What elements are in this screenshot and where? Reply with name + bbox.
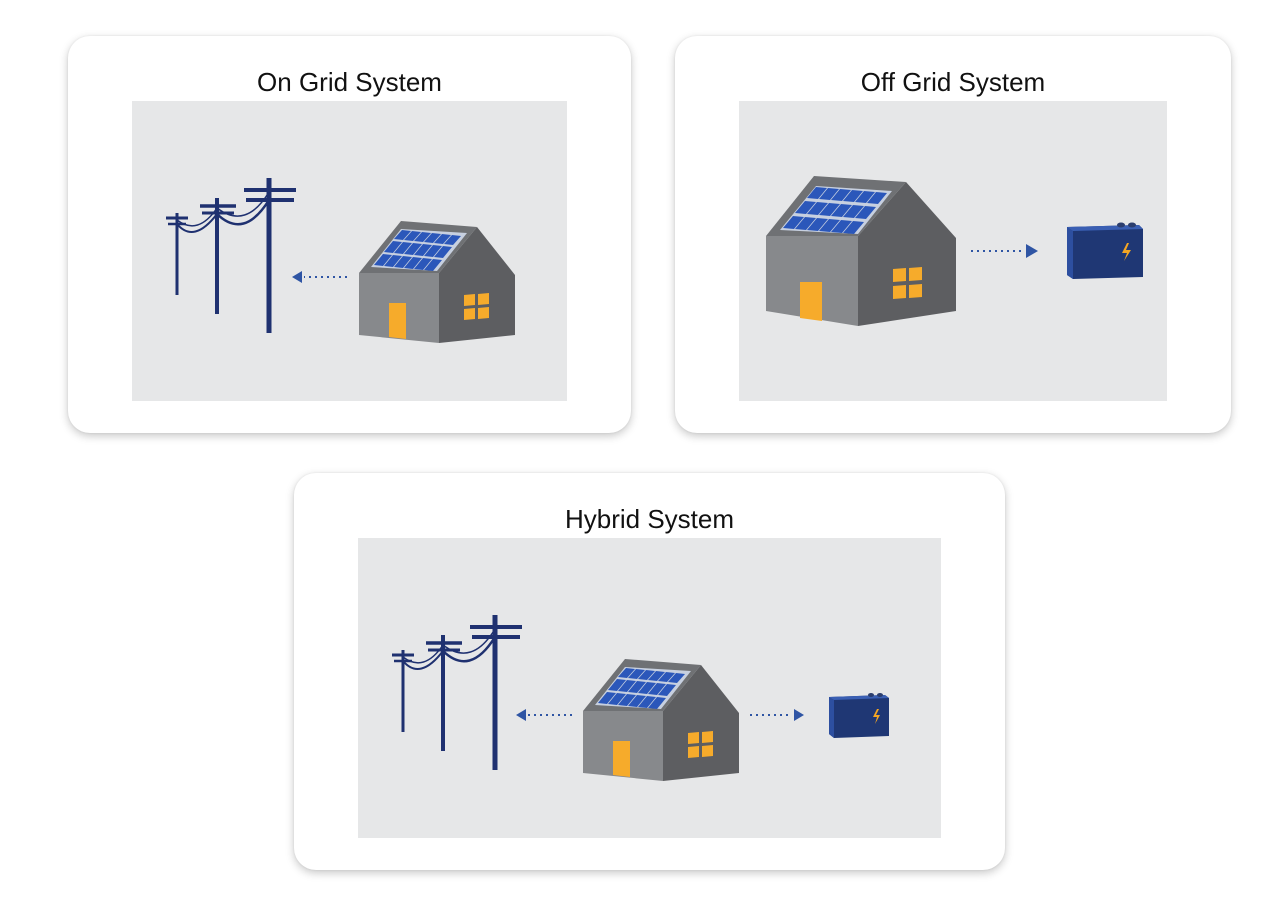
off-grid-card: Off Grid System [675,36,1231,433]
utility-poles-icon [392,615,522,770]
solar-house-icon [766,176,956,326]
dotted-arrow-icon [516,709,572,721]
on-grid-card: On Grid System [68,36,631,433]
battery-icon [1067,222,1143,279]
solar-house-icon [359,221,515,343]
on-grid-diagram [132,101,567,401]
hybrid-diagram [358,538,941,838]
battery-icon [829,693,889,738]
hybrid-card: Hybrid System [294,473,1005,870]
card-title: On Grid System [257,67,442,97]
dotted-arrow-icon [750,709,804,721]
dotted-arrow-icon [971,244,1038,258]
card-title: Hybrid System [564,504,735,534]
utility-poles-icon [166,178,296,333]
off-grid-diagram [739,101,1167,401]
card-title: Off Grid System [860,67,1046,97]
dotted-arrow-icon [292,271,347,283]
solar-house-icon [583,659,739,781]
